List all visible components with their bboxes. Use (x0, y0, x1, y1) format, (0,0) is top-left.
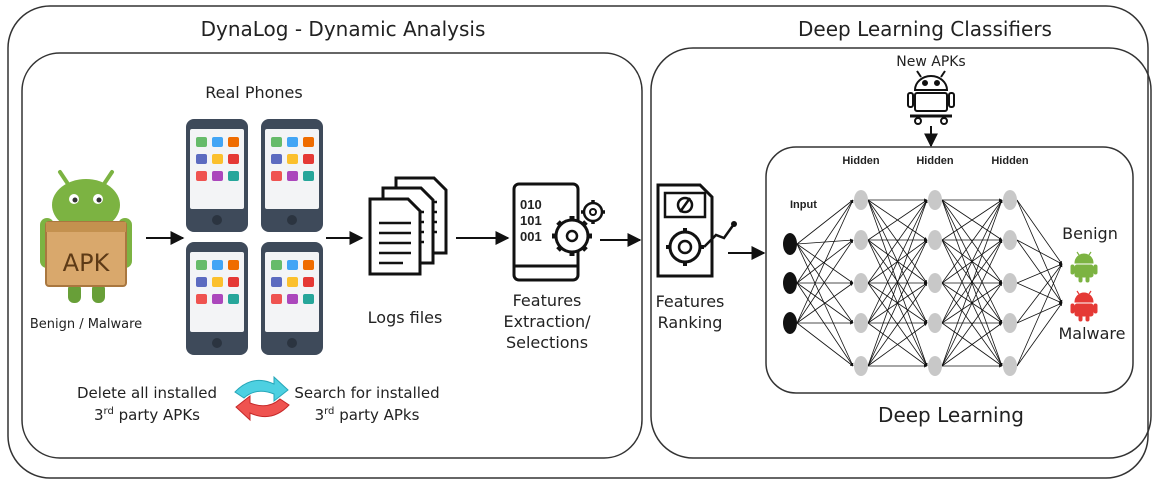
network-edge (1016, 302, 1063, 367)
hidden-node (928, 190, 942, 210)
input-node (783, 272, 797, 294)
hidden-node (1003, 190, 1017, 210)
network-edge (796, 199, 854, 245)
network-edge (867, 239, 928, 324)
new-apk-robot-icon (907, 70, 955, 125)
input-label: Input (790, 199, 817, 211)
network-edge (941, 282, 1003, 367)
binary-line-2: 101 (520, 213, 542, 228)
network-edge (867, 322, 928, 367)
hidden-node (928, 230, 942, 250)
network-edge (867, 199, 928, 241)
network-edge (941, 199, 1003, 324)
hidden-node (854, 230, 868, 250)
network-edge (796, 282, 854, 367)
benign-malware-label: Benign / Malware (30, 317, 142, 332)
network-edge (867, 199, 928, 367)
classifiers-panel (650, 47, 1152, 459)
features-extraction-icon: 010 101 001 (512, 182, 605, 282)
apk-android-icon: APK (40, 170, 132, 303)
network-edge (1016, 263, 1063, 367)
network-edge (867, 282, 928, 367)
features-extraction-label-2: Extraction/ (503, 312, 591, 331)
search-caption-line-1: Search for installed (294, 384, 439, 402)
hidden-node (928, 273, 942, 293)
delete-caption-line-2: 3rd party APKs (94, 406, 200, 424)
classifiers-title: Deep Learning Classifiers (798, 17, 1052, 41)
network-edge (1016, 263, 1063, 324)
search-caption-line-2: 3rd party APks (315, 406, 420, 424)
network-edge (796, 243, 854, 367)
hidden-node (854, 356, 868, 376)
network-edge (1016, 199, 1063, 304)
network-edge (796, 199, 854, 324)
binary-line-1: 010 (520, 197, 542, 212)
hidden-node (1003, 356, 1017, 376)
network-edge (941, 199, 1003, 241)
dynamic-analysis-title: DynaLog - Dynamic Analysis (201, 17, 486, 41)
logs-files-icon (368, 176, 448, 276)
binary-line-3: 001 (520, 229, 542, 244)
hidden-node (854, 190, 868, 210)
features-ranking-icon (656, 183, 737, 278)
features-ranking-label-2: Ranking (658, 313, 723, 332)
network-edge (867, 199, 928, 324)
hidden-node (854, 313, 868, 333)
network-edge (1016, 302, 1063, 324)
phone-4 (261, 242, 323, 355)
features-extraction-label-1: Features (513, 291, 582, 310)
network-edge (1016, 263, 1063, 284)
hidden-label-2: Hidden (916, 155, 954, 167)
features-ranking-label-1: Features (656, 292, 725, 311)
network-edge (796, 243, 854, 284)
network-edge (941, 199, 1003, 367)
hidden-label-1: Hidden (842, 155, 880, 167)
network-edge (941, 239, 1003, 367)
network-edge (796, 239, 854, 324)
malware-label: Malware (1058, 324, 1125, 343)
network-edge (1016, 239, 1063, 265)
dynamic-analysis-panel (21, 52, 643, 459)
network-edge (867, 239, 928, 367)
network-edge (796, 199, 854, 284)
network-edge (1016, 199, 1063, 265)
network-edge (796, 322, 854, 367)
phone-1 (186, 119, 248, 232)
network-nodes (783, 190, 1017, 376)
new-apks-label: New APKs (896, 54, 965, 70)
real-phones-label: Real Phones (205, 83, 302, 102)
benign-android-icon (1070, 251, 1098, 283)
apk-box-label: APK (63, 249, 111, 277)
network-edge (867, 199, 928, 284)
network-edge (941, 322, 1003, 367)
input-node (783, 312, 797, 334)
input-node (783, 233, 797, 255)
network-edges (796, 198, 1063, 368)
network-box (765, 146, 1134, 394)
logs-files-label: Logs files (368, 308, 443, 327)
outer-frame (7, 5, 1149, 479)
network-edge (941, 239, 1003, 324)
network-edge (796, 282, 854, 324)
sync-arrows-icon (234, 375, 290, 422)
hidden-node (854, 273, 868, 293)
phone-2 (261, 119, 323, 232)
benign-label: Benign (1062, 224, 1118, 243)
phone-3 (186, 242, 248, 355)
hidden-node (928, 356, 942, 376)
hidden-node (1003, 230, 1017, 250)
network-edge (1016, 239, 1063, 304)
delete-caption-line-1: Delete all installed (77, 384, 217, 402)
hidden-node (1003, 313, 1017, 333)
features-extraction-label-3: Selections (506, 333, 588, 352)
deep-learning-title: Deep Learning (878, 403, 1024, 427)
hidden-node (1003, 273, 1017, 293)
hidden-node (928, 313, 942, 333)
network-edge (941, 199, 1003, 284)
network-edge (796, 243, 854, 324)
malware-android-icon (1070, 290, 1098, 322)
hidden-label-3: Hidden (991, 155, 1029, 167)
